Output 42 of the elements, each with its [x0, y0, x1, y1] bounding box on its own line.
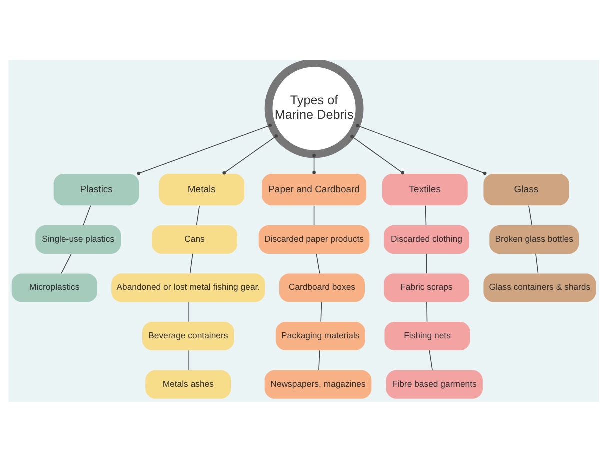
node-box: Plastics: [54, 174, 140, 206]
connector: [528, 205, 533, 226]
connector: [350, 134, 405, 174]
node-box: Packaging materials: [276, 322, 366, 350]
node-box: Paper and Cardboard: [262, 174, 367, 206]
connector: [196, 205, 200, 226]
node-box: Beverage containers: [142, 322, 234, 350]
connector: [83, 205, 92, 226]
node-box: Single-use plastics: [36, 224, 122, 254]
node-box: Newspapers, magazines: [264, 370, 372, 398]
connector: [312, 153, 316, 174]
node-box: Glass containers & shards: [484, 273, 596, 302]
connector: [429, 350, 433, 370]
connector: [426, 253, 428, 274]
node-box: Fabric scraps: [384, 273, 470, 302]
node-box: Abandoned or lost metal fishing gear.: [112, 273, 266, 302]
connector: [318, 350, 320, 370]
connector: [426, 301, 428, 322]
connector: [61, 253, 72, 274]
connector: [188, 301, 189, 322]
node-box: Cans: [152, 224, 238, 254]
connector: [536, 253, 539, 274]
connector: [425, 205, 427, 226]
node-box: Discarded clothing: [384, 224, 470, 254]
node-box: Textiles: [382, 174, 468, 206]
node-box: Glass: [484, 174, 570, 206]
connector: [188, 350, 189, 370]
connector: [190, 253, 194, 274]
node-box: Microplastics: [12, 273, 98, 302]
node-box: Metals: [159, 174, 245, 206]
node-box: Discarded paper products: [258, 224, 370, 254]
node-box: Fishing nets: [384, 322, 470, 350]
node-box: Fibre based garments: [386, 370, 483, 398]
connector: [137, 123, 272, 175]
node-box: Broken glass bottles: [490, 224, 580, 254]
node-box: Cardboard boxes: [279, 273, 365, 302]
node-box: Metals ashes: [146, 370, 232, 398]
connector: [316, 253, 320, 274]
connector: [314, 205, 315, 226]
connector: [320, 301, 322, 322]
connector: [356, 124, 487, 175]
connector: [222, 134, 278, 174]
